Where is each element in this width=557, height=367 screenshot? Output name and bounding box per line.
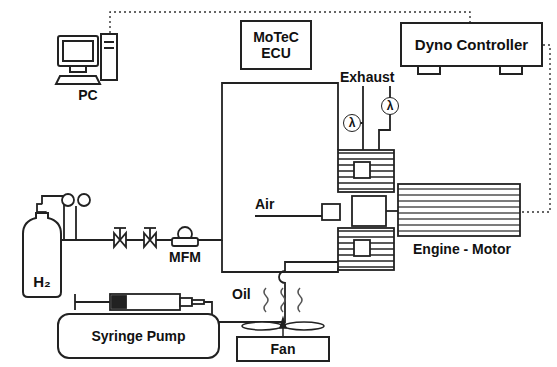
fluid-lines [62,83,390,322]
node-text: Fan [271,341,296,357]
mfm-label: MFM [169,250,201,265]
gas-cylinder: H₂ [22,212,62,298]
air-label: Air [255,197,274,212]
node-text: λ [349,117,356,129]
exhaust-label: Exhaust [340,70,394,85]
engine [322,150,520,270]
node-text: H₂ [33,273,51,290]
node-text: λ [387,100,394,112]
oil-label: Oil [232,287,251,302]
ecu-box: MoTeC ECU [240,20,312,70]
syringe-pump-box: Syringe Pump [57,313,220,359]
lambda-sensor: λ [343,114,361,132]
lambda-sensor: λ [381,97,399,115]
dyno-controller-box: Dyno Controller [400,22,543,67]
node-text: MoTeC ECU [242,29,310,61]
fan-blades [242,318,324,336]
pc-icon [56,34,117,84]
node-text: Syringe Pump [91,328,185,344]
node-text: Dyno Controller [415,36,528,53]
fan-box: Fan [236,336,330,362]
engine-motor-label: Engine - Motor [413,242,511,257]
signal-lines [110,12,550,212]
pc-label: PC [78,88,97,103]
heat-waves [264,288,302,312]
